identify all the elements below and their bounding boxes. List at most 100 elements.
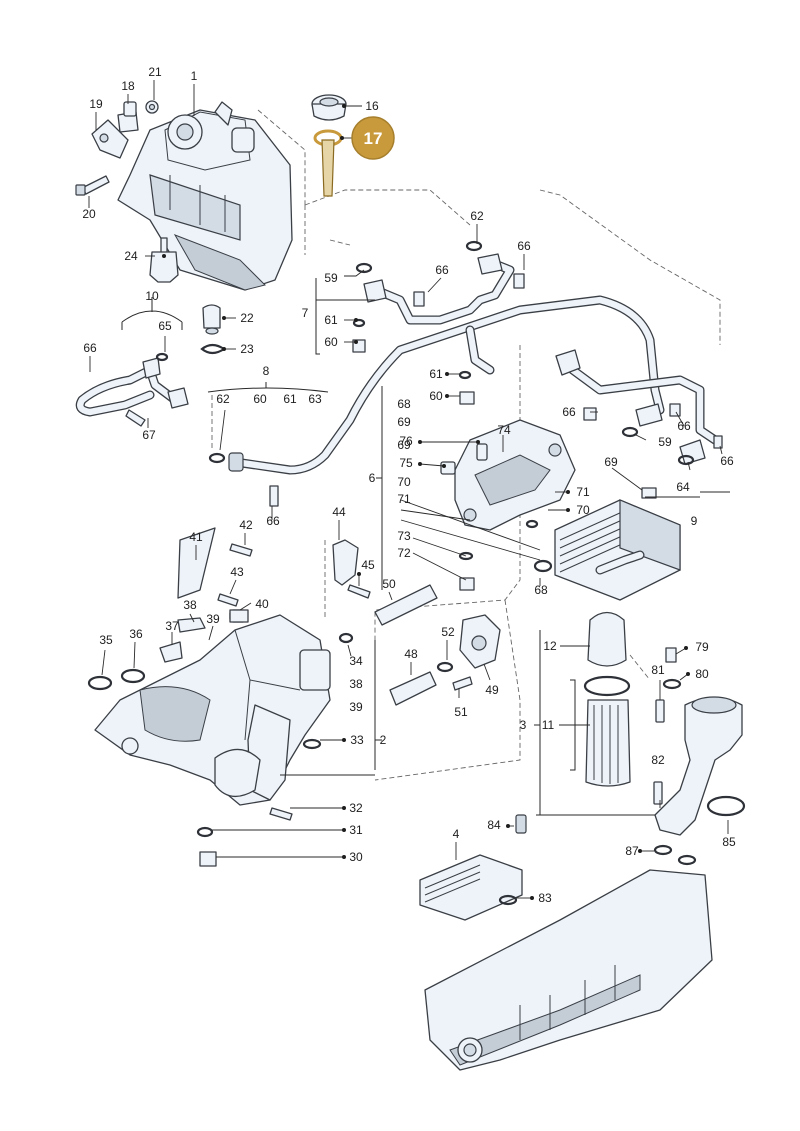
- callout-66g[interactable]: 66: [266, 514, 280, 528]
- callout-31[interactable]: 31: [349, 823, 363, 837]
- callout-24[interactable]: 24: [124, 249, 138, 263]
- callout-50[interactable]: 50: [382, 577, 396, 591]
- callout-21[interactable]: 21: [148, 65, 162, 79]
- callout-48[interactable]: 48: [404, 647, 418, 661]
- callout-49[interactable]: 49: [485, 683, 499, 697]
- callout-43[interactable]: 43: [230, 565, 244, 579]
- callout-39a[interactable]: 39: [206, 612, 220, 626]
- callout-30[interactable]: 30: [349, 850, 363, 864]
- pump-assembly: [87, 527, 331, 806]
- callout-2[interactable]: 2: [380, 733, 387, 747]
- oil-cooler-9: [554, 499, 681, 601]
- callout-52[interactable]: 52: [441, 625, 455, 639]
- callout-10[interactable]: 10: [145, 289, 159, 303]
- callout-11[interactable]: 11: [542, 718, 555, 732]
- callout-70b[interactable]: 70: [576, 503, 590, 517]
- callout-83[interactable]: 83: [538, 891, 552, 905]
- callout-59b[interactable]: 59: [658, 435, 672, 449]
- callout-61c[interactable]: 61: [283, 392, 297, 406]
- callout-12[interactable]: 12: [543, 639, 557, 653]
- callout-42[interactable]: 42: [239, 518, 253, 532]
- callout-73[interactable]: 73: [397, 529, 411, 543]
- callout-19[interactable]: 19: [89, 97, 103, 111]
- callout-41[interactable]: 41: [189, 530, 203, 544]
- callout-69c[interactable]: 69: [397, 438, 411, 452]
- callout-44[interactable]: 44: [332, 505, 346, 519]
- filler-cap-and-tube: [311, 94, 347, 197]
- callout-69b[interactable]: 69: [604, 455, 618, 469]
- callout-87[interactable]: 87: [625, 844, 639, 858]
- callout-59a[interactable]: 59: [324, 271, 338, 285]
- callout-60c[interactable]: 60: [253, 392, 267, 406]
- highlight-label: 17: [364, 129, 383, 148]
- callout-85[interactable]: 85: [722, 835, 736, 849]
- callout-20[interactable]: 20: [82, 207, 96, 221]
- group-brackets: [121, 278, 730, 815]
- callout-51[interactable]: 51: [454, 705, 468, 719]
- hose-assembly-10: [75, 357, 189, 417]
- callout-65[interactable]: 65: [158, 319, 172, 333]
- callout-68a[interactable]: 68: [397, 397, 411, 411]
- callout-69a[interactable]: 69: [397, 415, 411, 429]
- callout-66f[interactable]: 66: [720, 454, 734, 468]
- callout-16[interactable]: 16: [365, 99, 379, 113]
- callout-35[interactable]: 35: [99, 633, 113, 647]
- callout-7[interactable]: 7: [302, 306, 309, 320]
- callout-6[interactable]: 6: [369, 471, 376, 485]
- callout-71b[interactable]: 71: [576, 485, 590, 499]
- callout-62a[interactable]: 62: [216, 392, 230, 406]
- filter-housing: [583, 611, 746, 836]
- callout-71a[interactable]: 71: [397, 492, 411, 506]
- callout-72[interactable]: 72: [397, 546, 411, 560]
- callout-39b[interactable]: 39: [349, 700, 363, 714]
- callout-66c[interactable]: 66: [435, 263, 449, 277]
- callout-76[interactable]: 76: [399, 434, 413, 448]
- callout-60b[interactable]: 60: [429, 389, 443, 403]
- callout-82[interactable]: 82: [651, 753, 665, 767]
- callout-40[interactable]: 40: [255, 597, 269, 611]
- callout-1[interactable]: 1: [191, 69, 198, 83]
- callout-labels: 1 2 3 4 6 7 8 9 10 11 12 16 18 19 20 21 …: [82, 65, 736, 905]
- callout-38b[interactable]: 38: [349, 677, 363, 691]
- bracket-6: [440, 419, 576, 531]
- callout-80[interactable]: 80: [695, 667, 709, 681]
- callout-61a[interactable]: 61: [324, 313, 338, 327]
- callout-81[interactable]: 81: [651, 663, 665, 677]
- callout-3[interactable]: 3: [520, 718, 527, 732]
- callout-67[interactable]: 67: [142, 428, 156, 442]
- callout-9[interactable]: 9: [691, 514, 698, 528]
- callout-66e[interactable]: 66: [677, 419, 691, 433]
- callout-34[interactable]: 34: [349, 654, 363, 668]
- callout-36[interactable]: 36: [129, 627, 143, 641]
- callout-79[interactable]: 79: [695, 640, 709, 654]
- callout-84[interactable]: 84: [487, 818, 501, 832]
- callout-75[interactable]: 75: [399, 456, 413, 470]
- callout-63b[interactable]: 63: [308, 392, 322, 406]
- highlight-badge-17[interactable]: 17: [351, 116, 395, 160]
- screw-and-clip: [200, 304, 226, 355]
- callout-61b[interactable]: 61: [429, 367, 443, 381]
- callout-66a[interactable]: 66: [83, 341, 97, 355]
- leader-lines: [88, 80, 729, 900]
- callout-33[interactable]: 33: [350, 733, 364, 747]
- callout-22[interactable]: 22: [240, 311, 254, 325]
- diagram-artwork: [75, 94, 746, 1071]
- callout-32[interactable]: 32: [349, 801, 363, 815]
- callout-23[interactable]: 23: [240, 342, 254, 356]
- callout-8[interactable]: 8: [263, 364, 270, 378]
- lower-cooler-and-housing: [419, 814, 713, 1071]
- callout-37[interactable]: 37: [165, 619, 179, 633]
- callout-64[interactable]: 64: [676, 480, 690, 494]
- callout-60a[interactable]: 60: [324, 335, 338, 349]
- callout-68b[interactable]: 68: [534, 583, 548, 597]
- callout-74[interactable]: 74: [497, 423, 511, 437]
- callout-66d[interactable]: 66: [562, 405, 576, 419]
- callout-66b[interactable]: 66: [517, 239, 531, 253]
- callout-45[interactable]: 45: [361, 558, 375, 572]
- callout-70a[interactable]: 70: [397, 475, 411, 489]
- callout-38a[interactable]: 38: [183, 598, 197, 612]
- callout-63a[interactable]: 62: [470, 209, 484, 223]
- callout-18[interactable]: 18: [121, 79, 135, 93]
- callout-4[interactable]: 4: [453, 827, 460, 841]
